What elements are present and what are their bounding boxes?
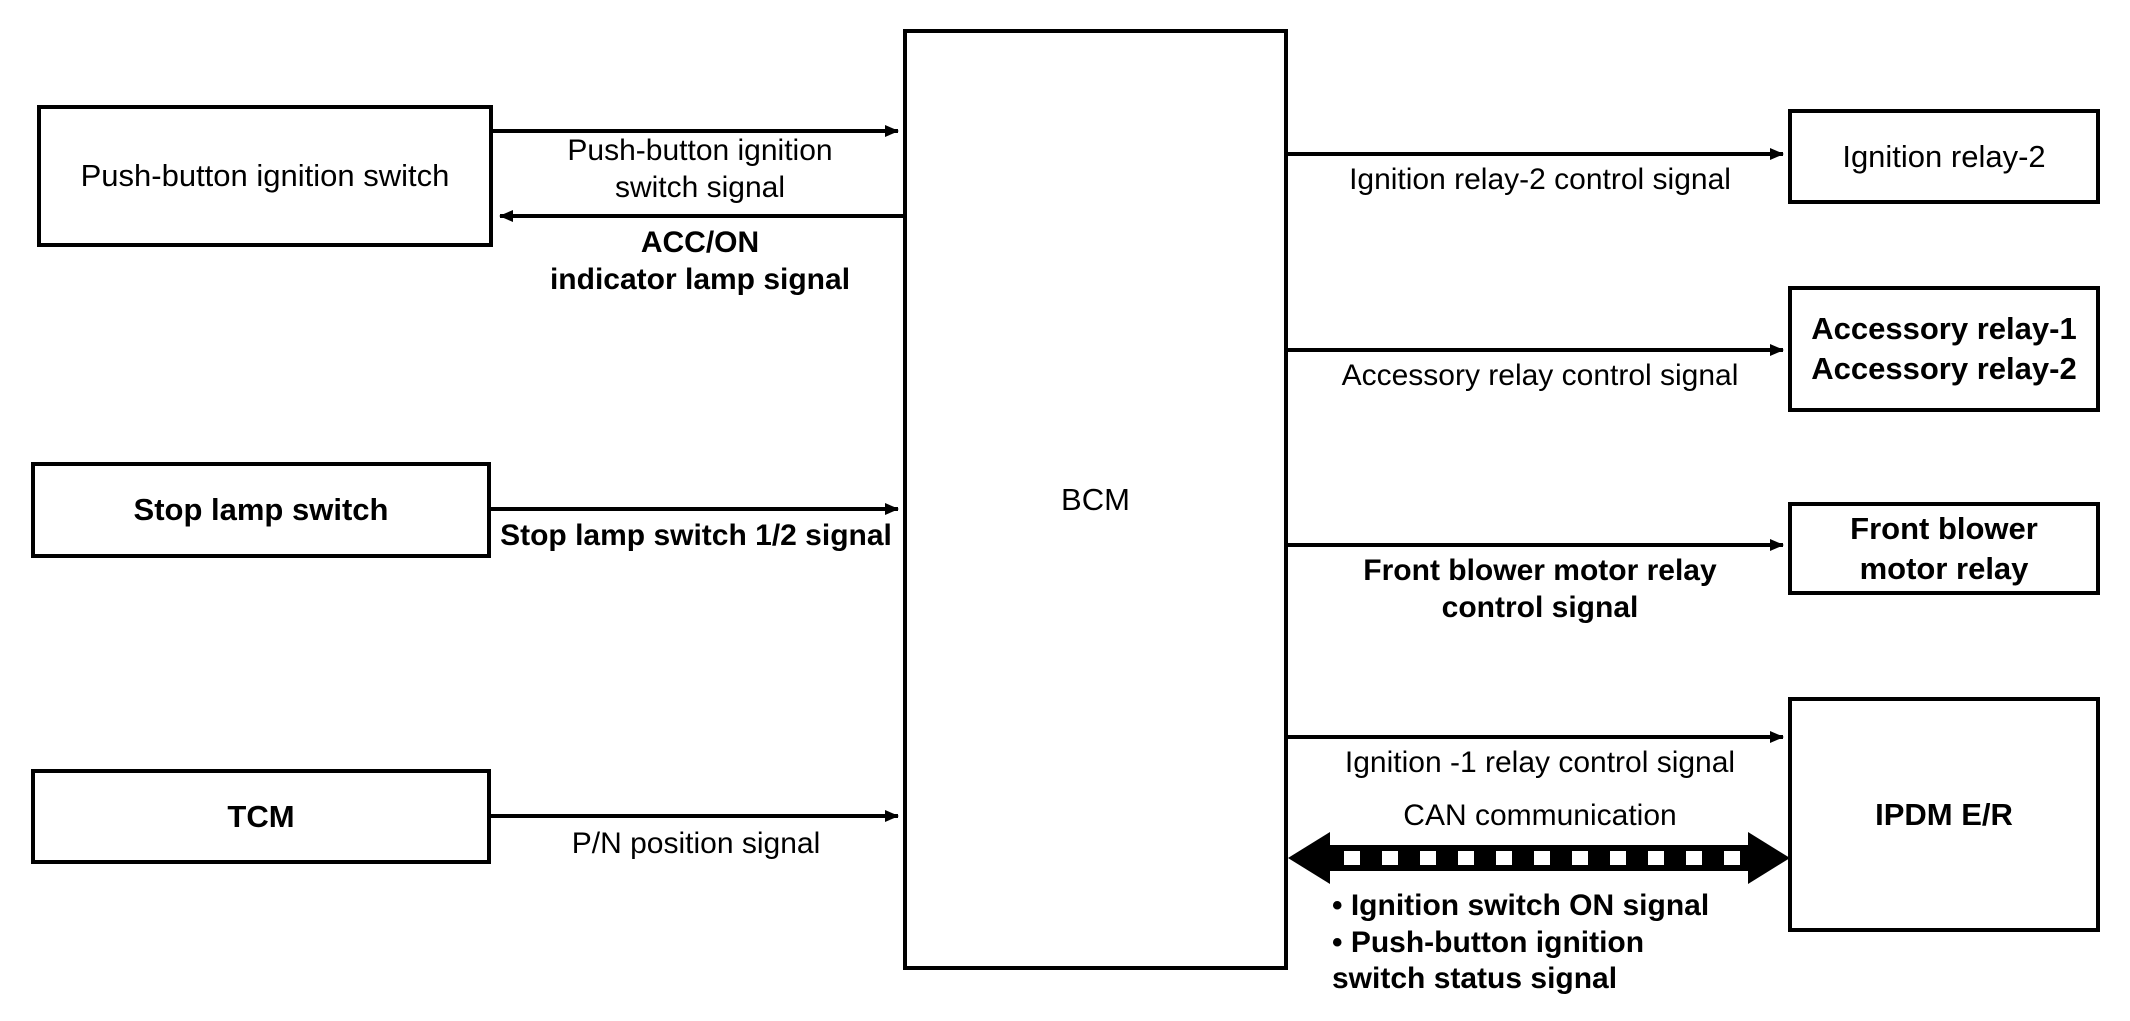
node-label: IPDM E/R xyxy=(1875,796,2013,832)
node-label: Ignition relay-2 xyxy=(1842,138,2046,174)
label-accessory-relay-control-signal: Accessory relay control signal xyxy=(1341,359,1739,392)
label-pn-position-signal: P/N position signal xyxy=(571,827,821,860)
node-front-blower-motor-relay[interactable]: Front blower motor relay xyxy=(1788,502,2100,595)
label-front-blower-motor-relay-control-signal: Front blower motor relay control signal xyxy=(1363,554,1717,624)
node-label-line1: Front blower xyxy=(1850,510,2038,546)
node-label: Push-button ignition switch xyxy=(80,158,450,194)
node-label-line2: Accessory relay-2 xyxy=(1811,351,2077,386)
node-label: Stop lamp switch xyxy=(133,492,389,528)
node-stop-lamp-switch[interactable]: Stop lamp switch xyxy=(31,462,491,558)
node-ipdm-er[interactable]: IPDM E/R xyxy=(1788,697,2100,932)
node-label: TCM xyxy=(227,798,295,834)
label-ignition-1-relay-control-signal: Ignition -1 relay control signal xyxy=(1344,746,1736,779)
label-stop-lamp-switch-signal: Stop lamp switch 1/2 signal xyxy=(500,519,892,552)
label-ignition-relay-2-control-signal: Ignition relay-2 control signal xyxy=(1349,163,1731,196)
node-ignition-relay-2[interactable]: Ignition relay-2 xyxy=(1788,109,2100,204)
node-accessory-relay[interactable]: Accessory relay-1 Accessory relay-2 xyxy=(1788,286,2100,412)
can-bus-arrow xyxy=(1288,832,1790,884)
label-can-communication: CAN communication xyxy=(1403,799,1677,832)
label-can-signal-items: • Ignition switch ON signal • Push-butto… xyxy=(1332,889,1710,996)
node-label: BCM xyxy=(1061,481,1130,517)
label-push-button-switch-signal: Push-button ignition switch signal xyxy=(567,134,833,204)
node-label-line2: motor relay xyxy=(1859,550,2029,586)
node-tcm[interactable]: TCM xyxy=(31,769,491,864)
label-acc-on-indicator-lamp-signal: ACC/ON indicator lamp signal xyxy=(549,226,851,296)
node-bcm[interactable]: BCM xyxy=(903,29,1288,970)
node-push-button-ignition-switch[interactable]: Push-button ignition switch xyxy=(37,105,493,247)
node-label-line1: Accessory relay-1 xyxy=(1811,311,2077,347)
